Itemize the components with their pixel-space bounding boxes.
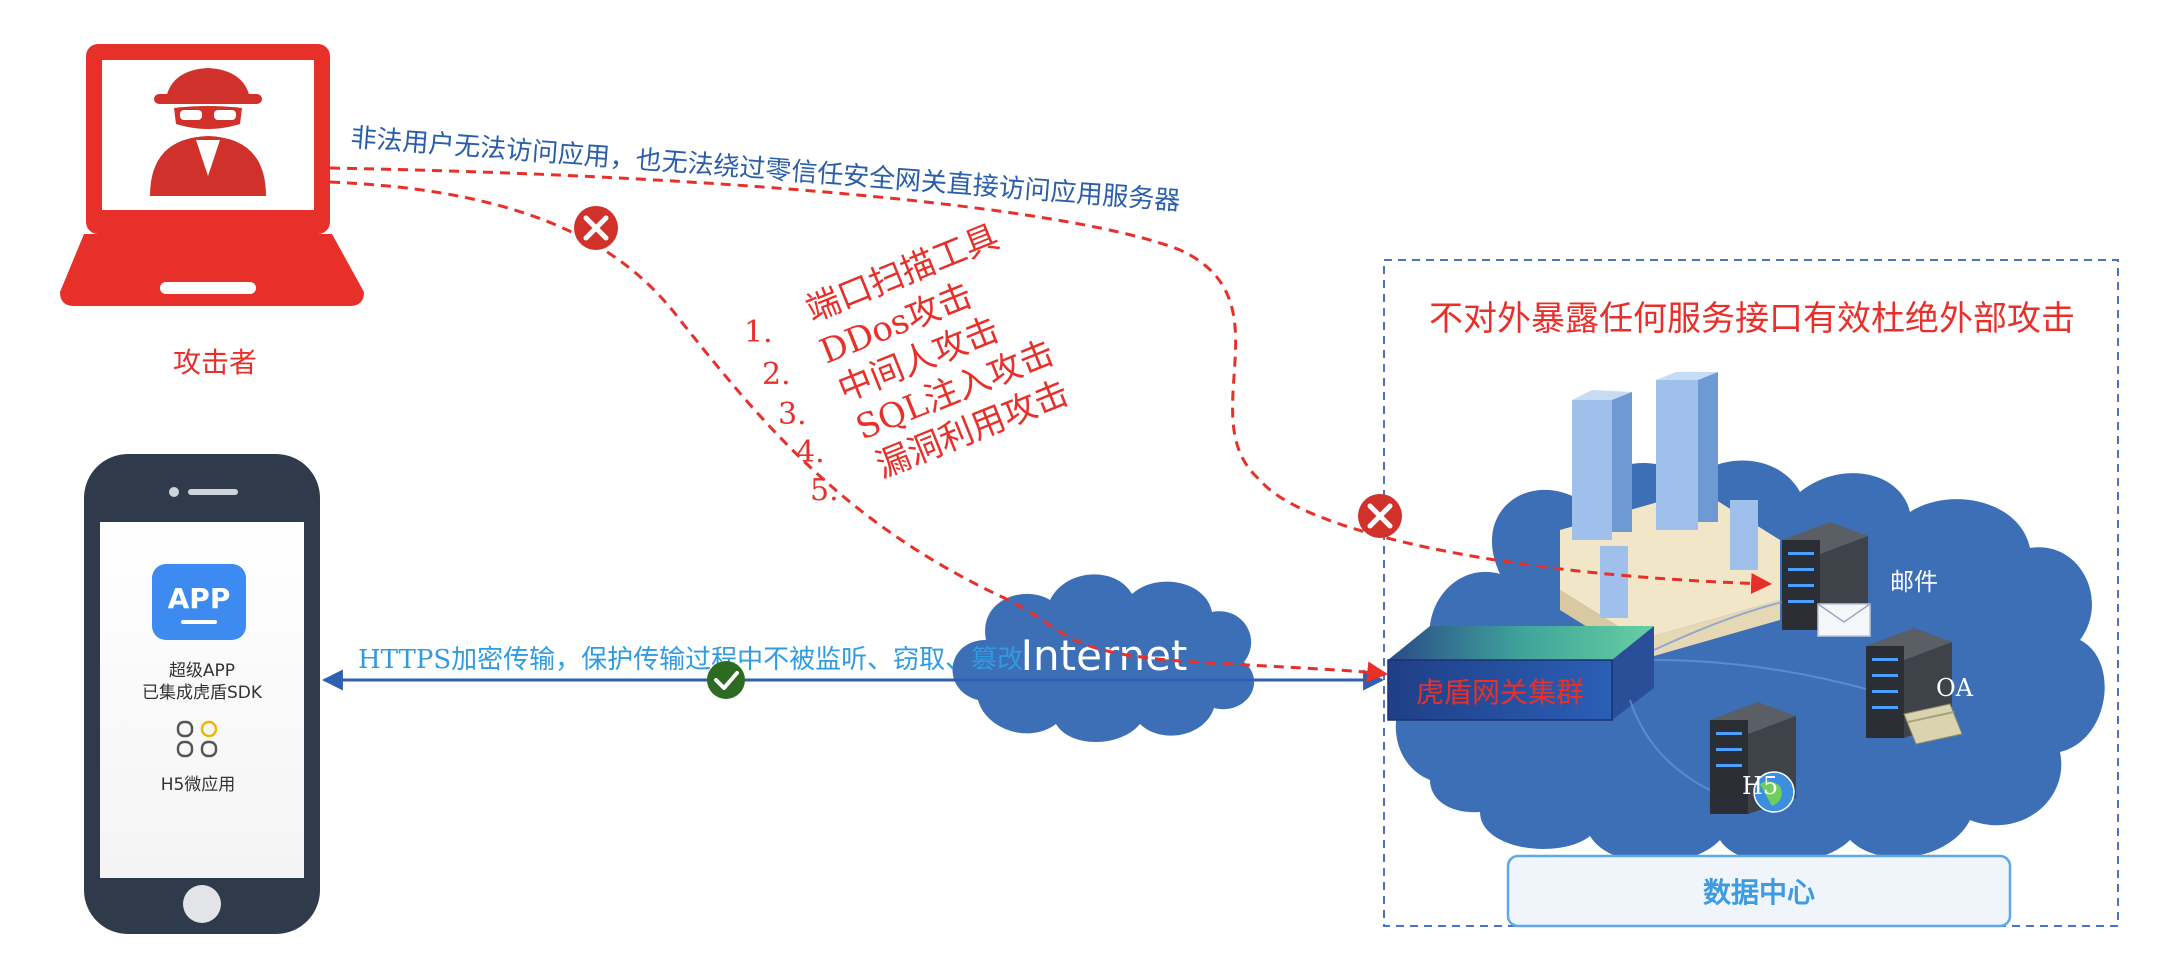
- attack-number-4: 4.: [796, 435, 825, 470]
- attack-number-5: 5.: [810, 473, 839, 508]
- datacenter-footer-label: 数据中心: [1703, 876, 1815, 909]
- attack-number-3: 3.: [778, 397, 807, 432]
- attack-path-upper: [329, 166, 1773, 594]
- check-icon: [707, 661, 745, 699]
- https-note: HTTPS加密传输，保护传输过程中不被监听、窃取、篡改: [358, 645, 1023, 675]
- gateway-label: 虎盾网关集群: [1416, 676, 1584, 709]
- attacker-label: 攻击者: [173, 346, 257, 379]
- attack-note: 非法用户无法访问应用，也无法绕过零信任安全网关直接访问应用服务器: [349, 123, 1181, 217]
- attack-number-1: 1.: [744, 315, 773, 350]
- app-title: 超级APP: [169, 661, 235, 681]
- internet-label: Internet: [1021, 631, 1188, 680]
- server-oa-label: OA: [1936, 674, 1974, 702]
- hacker-icon: [150, 68, 266, 196]
- oa-server-icon: [1866, 628, 1963, 745]
- app-icon: APP: [152, 564, 246, 640]
- attacker-laptop: [60, 44, 364, 306]
- attack-number-2: 2.: [762, 357, 791, 392]
- datacenter-footer: [1506, 854, 2012, 928]
- server-h5-label: H5: [1742, 772, 1778, 800]
- mail-server-icon: [1782, 522, 1871, 637]
- blocked-icon-2: [1358, 494, 1402, 538]
- datacenter-headline: 不对外暴露任何服务接口有效杜绝外部攻击: [1429, 299, 2075, 339]
- app-icon-text: APP: [168, 582, 231, 615]
- attack-list-items: 端口扫描工具 DDos攻击 中间人攻击 SQL注入攻击 漏洞利用攻击: [800, 217, 1074, 487]
- gateway-cluster: 虎盾网关集群: [1387, 626, 1654, 721]
- app-subtitle: 已集成虎盾SDK: [142, 683, 263, 703]
- attack-list-numbers: 1. 2. 3. 4. 5.: [744, 315, 839, 508]
- building-icon: [1560, 372, 1780, 660]
- h5-server-icon: [1710, 702, 1796, 814]
- server-mail-label: 邮件: [1890, 568, 1938, 596]
- blocked-icon-1: [574, 206, 618, 250]
- mobile-phone: APP 超级APP 已集成虎盾SDK H5微应用: [84, 454, 320, 934]
- mini-app-icon: [176, 720, 218, 758]
- h5-app-label: H5微应用: [161, 775, 236, 795]
- internet-cloud: [952, 574, 1255, 742]
